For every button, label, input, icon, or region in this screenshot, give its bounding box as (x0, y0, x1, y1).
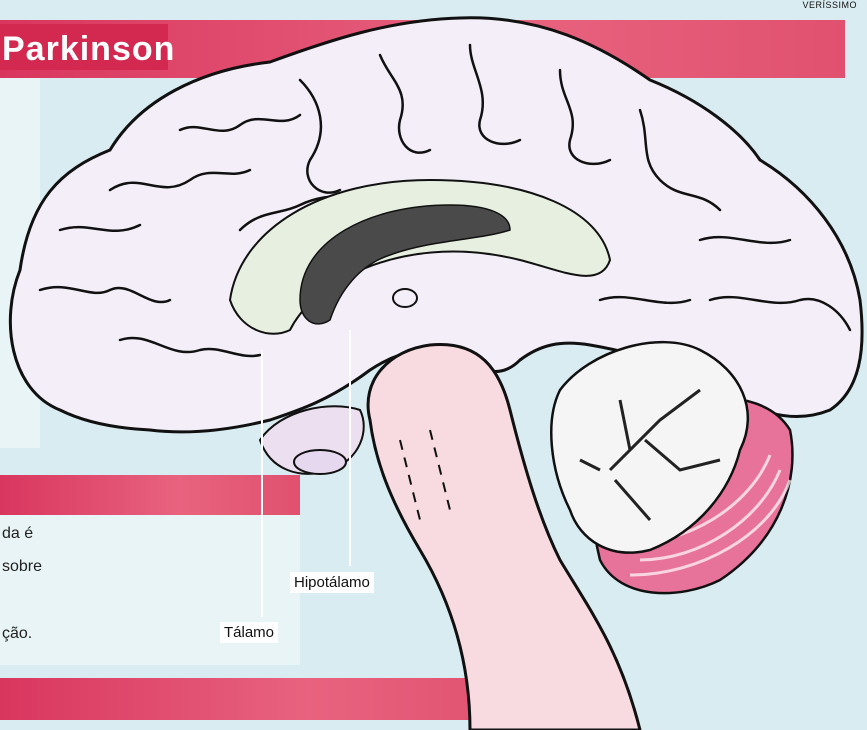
label-thalamus: Tálamo (220, 622, 278, 643)
foramen (393, 289, 417, 307)
label-hypothalamus: Hipotálamo (290, 572, 374, 593)
